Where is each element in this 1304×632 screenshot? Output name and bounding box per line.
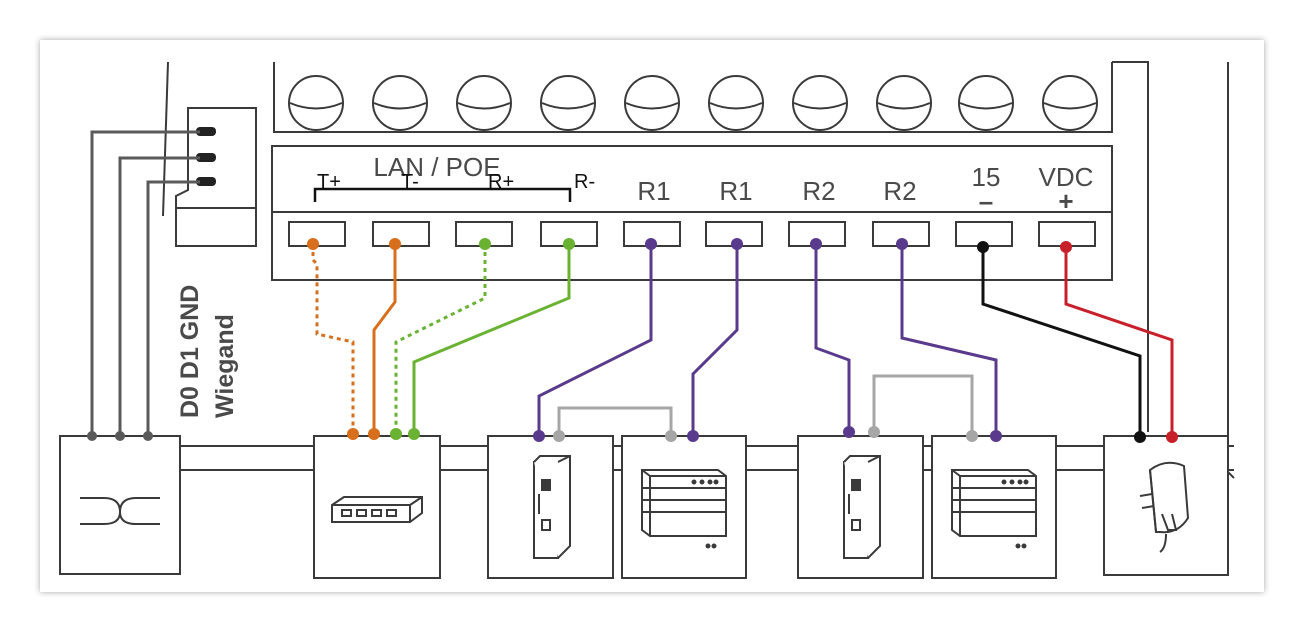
wire-r1-a — [537, 244, 653, 436]
screw-terminals — [288, 75, 1098, 131]
terminal-label-r1-b: R1 — [719, 176, 752, 206]
din-rail-power-supply-icon — [951, 469, 1037, 549]
wiegand-reader-icon — [80, 497, 160, 525]
wiegand-connector — [175, 107, 257, 247]
screw-1 — [288, 75, 344, 131]
wiegand-wires — [90, 130, 200, 436]
wire-r2-a — [814, 244, 851, 432]
screw-5 — [624, 75, 680, 131]
terminal-label-r1-a: R1 — [637, 176, 670, 206]
controller-housing — [162, 61, 1235, 479]
screw-9 — [958, 75, 1014, 131]
electric-strike-icon — [533, 455, 571, 559]
power-wires — [981, 247, 1174, 436]
wiegand-name-label: Wiegand — [211, 314, 239, 418]
screw-4 — [540, 75, 596, 131]
wire-minus — [981, 247, 1142, 436]
pin-label-r-plus: R+ — [488, 171, 514, 193]
network-switch-icon — [331, 496, 423, 523]
screw-7 — [792, 75, 848, 131]
screw-2 — [372, 75, 428, 131]
pin-label-t-minus: T- — [401, 171, 419, 193]
bridge-wires — [557, 374, 974, 436]
screw-3 — [456, 75, 512, 131]
wire-r-plus — [394, 244, 487, 434]
terminal-sign-plus: + — [1058, 186, 1073, 216]
lan-wires — [311, 244, 571, 434]
electric-strike-icon — [843, 455, 881, 559]
wire-r2-b — [900, 244, 998, 436]
wire-r1-b — [691, 244, 739, 436]
terminal-label-15: 15 — [972, 162, 1001, 192]
terminal-label-r2-a: R2 — [802, 176, 835, 206]
device-box-wiegand-reader — [59, 435, 181, 575]
wire-r-minus — [412, 244, 571, 434]
terminal-slots — [288, 221, 1096, 247]
wiegand-pins — [196, 127, 216, 186]
lan-bracket — [313, 187, 572, 202]
terminal-label-r2-b: R2 — [883, 176, 916, 206]
terminal-sign-minus: – — [979, 186, 993, 216]
pin-label-t-plus: T+ — [317, 171, 341, 193]
lan-poe-label: LAN / POE — [373, 152, 500, 182]
relay-wires — [537, 244, 998, 436]
wire-t-plus — [311, 244, 355, 434]
screw-6 — [708, 75, 764, 131]
terminal-label-vdc: VDC — [1039, 162, 1094, 192]
din-rail-power-supply-icon — [641, 469, 727, 549]
wiegand-pins-label: D0 D1 GND — [176, 285, 204, 418]
screw-8 — [876, 75, 932, 131]
screw-10 — [1042, 75, 1098, 131]
wire-t-minus — [372, 244, 397, 434]
wire-plus — [1064, 247, 1174, 436]
pin-label-r-minus: R- — [574, 171, 595, 193]
power-adapter-icon — [1139, 461, 1190, 553]
